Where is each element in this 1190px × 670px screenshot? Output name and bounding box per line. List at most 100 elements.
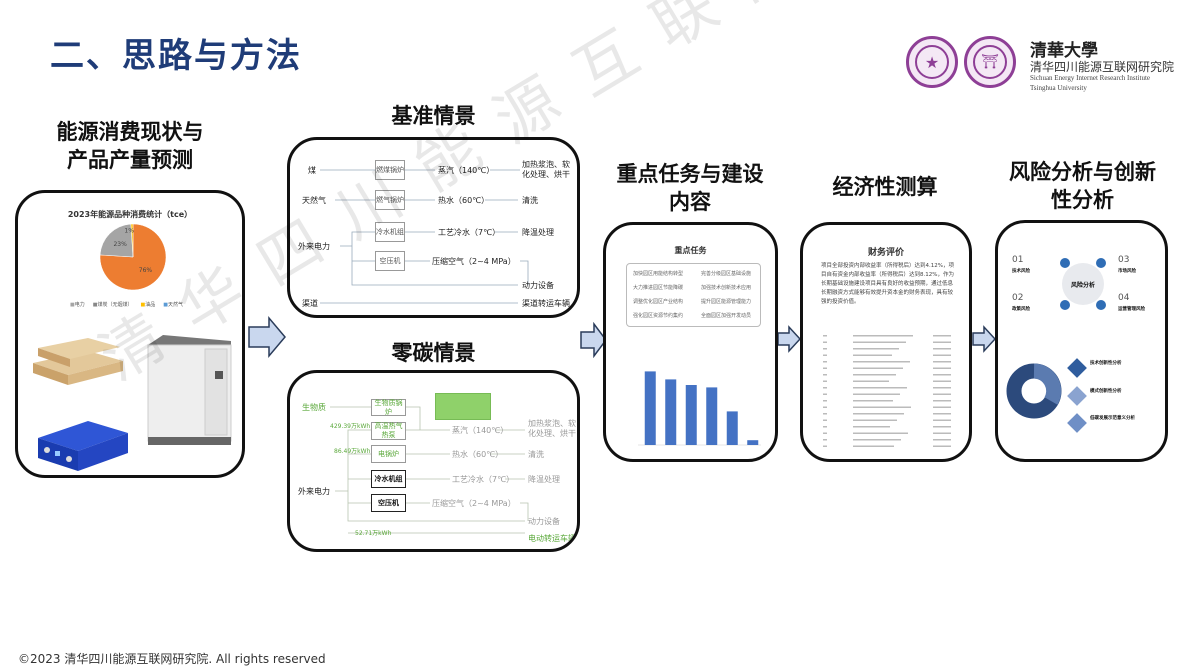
table-cell <box>823 432 827 434</box>
bar <box>726 411 738 445</box>
heading-economic-analysis: 经济性测算 <box>832 175 938 199</box>
heading-zero-carbon-scenario: 零碳情景 <box>391 341 476 365</box>
table-cell <box>853 361 910 363</box>
pie-legend: ■电力 ■煤炭（无烟煤） ■油品 ■天然气 <box>70 301 183 308</box>
table-cell <box>853 439 901 441</box>
flow-arrow-icon <box>777 325 801 353</box>
risk-number: 03 <box>1118 255 1130 265</box>
table-cell <box>823 367 827 369</box>
task-item: 加快园区用能结构转型 <box>633 271 684 277</box>
heading-key-tasks: 重点任务与建设 内容 <box>595 160 785 216</box>
university-name-en: Tsinghua University <box>1030 84 1087 92</box>
use-label: 清洗 <box>522 196 538 205</box>
finance-text: 项目全部投资内部收益率（所得税后）达到4.12%，项目自有资金内部收益率（所得税… <box>821 263 954 305</box>
task-item: 强化园区资源节约集约 <box>633 313 684 319</box>
medium-label: 蒸汽（140℃） <box>438 166 495 175</box>
pie-data-label: 1% <box>124 228 134 235</box>
institute-name-en: Sichuan Energy Internet Research Institu… <box>1030 74 1150 82</box>
equipment-box: 生物质锅炉 <box>371 399 406 416</box>
bar <box>665 379 677 445</box>
energy-label: 429.39万kWh <box>330 423 371 430</box>
use-label: 降温处理 <box>522 228 554 237</box>
use-label: 动力设备 <box>528 517 560 526</box>
table-cell <box>853 380 889 382</box>
green-note-box <box>435 393 491 420</box>
source-label: 外来电力 <box>298 487 330 496</box>
pie-data-label: 23% <box>113 241 127 248</box>
medium-label: 压缩空气（2~4 MPa） <box>432 257 516 266</box>
innovation-icon <box>1067 386 1087 406</box>
medium-label: 蒸汽（140℃） <box>452 426 509 435</box>
risk-icon <box>1096 258 1106 268</box>
table-cell <box>933 432 951 434</box>
heading-line: 内容 <box>669 190 711 214</box>
risk-label: 技术风险 <box>1012 269 1030 274</box>
table-cell <box>823 439 827 441</box>
heading-baseline-scenario: 基准情景 <box>391 104 476 128</box>
table-cell <box>853 426 890 428</box>
table-cell <box>853 413 904 415</box>
table-cell <box>853 374 896 376</box>
key-tasks-panel: 重点任务 加快园区用能结构转型完善分级园区基础设施 大力推进园区节能降碳加强技术… <box>603 222 778 462</box>
table-cell <box>933 419 951 421</box>
task-item: 调整优化园区产业结构 <box>633 299 684 305</box>
zero-carbon-scenario-panel: 生物质 外来电力 生物质锅炉 高温热气热泵 电锅炉 冷水机组 空压机 429.3… <box>287 370 580 552</box>
pie-slice <box>130 223 134 258</box>
use-label: 降温处理 <box>528 475 560 484</box>
table-cell <box>933 374 951 376</box>
table-cell <box>933 393 951 395</box>
table-cell <box>853 400 893 402</box>
medium-label: 工艺冷水（7℃） <box>438 228 501 237</box>
risk-analysis-panel: 风险分析 01 技术风险 02 政策风险 03 市场风险 04 运营管理风险 技… <box>995 220 1168 462</box>
bar <box>747 440 759 445</box>
risk-icon <box>1096 300 1106 310</box>
innovation-icon <box>1067 358 1087 378</box>
innovation-icon <box>1067 413 1087 433</box>
table-cell <box>823 406 827 408</box>
table-cell <box>823 419 827 421</box>
heading-energy-status: 能源消费现状与 产品产量预测 <box>15 118 245 174</box>
pie-data-label: 76% <box>139 267 153 274</box>
task-item: 大力推进园区节能降碳 <box>633 285 684 291</box>
table-cell <box>853 406 911 408</box>
innovation-ring-graphic <box>1006 363 1062 419</box>
medium-label: 热水（60℃） <box>452 450 504 459</box>
source-label: 外来电力 <box>298 242 330 251</box>
table-cell <box>933 335 951 337</box>
equipment-box: 空压机 <box>371 494 406 512</box>
risk-label: 运营管理风险 <box>1118 307 1145 312</box>
bar-chart <box>638 371 761 446</box>
table-cell <box>853 393 900 395</box>
use-label: 清洗 <box>528 450 544 459</box>
flow-arrow-icon <box>248 315 286 359</box>
innovation-label: 低碳发展示范意义分析 <box>1090 416 1135 421</box>
bar <box>706 387 718 445</box>
table-cell <box>853 445 894 447</box>
table-cell <box>933 445 951 447</box>
table-cell <box>823 413 827 415</box>
equipment-box: 电锅炉 <box>371 445 406 463</box>
table-cell <box>823 341 827 343</box>
table-cell <box>823 354 827 356</box>
legend-item: ■煤炭（无烟煤） <box>92 302 133 308</box>
table-cell <box>823 445 827 447</box>
table-cell <box>933 400 951 402</box>
table-cell <box>933 413 951 415</box>
bar <box>685 385 697 445</box>
task-item: 提升园区能源管理能力 <box>701 299 752 305</box>
table-cell <box>853 432 908 434</box>
heading-line: 产品产量预测 <box>67 148 193 172</box>
energy-label: 86.49万kWh <box>334 448 371 455</box>
equipment-box: 冷水机组 <box>375 222 405 242</box>
source-label: 天然气 <box>302 196 326 205</box>
pie-slice <box>99 223 134 258</box>
risk-label: 政策风险 <box>1012 307 1030 312</box>
source-label: 渠道 <box>302 299 318 308</box>
risk-number: 02 <box>1012 293 1024 303</box>
table-cell <box>823 380 827 382</box>
risk-center: 风险分析 <box>1062 263 1104 305</box>
table-cell <box>933 387 951 389</box>
medium-label: 压缩空气（2~4 MPa） <box>432 499 516 508</box>
risk-icon <box>1060 258 1070 268</box>
flow-lines <box>320 169 529 304</box>
